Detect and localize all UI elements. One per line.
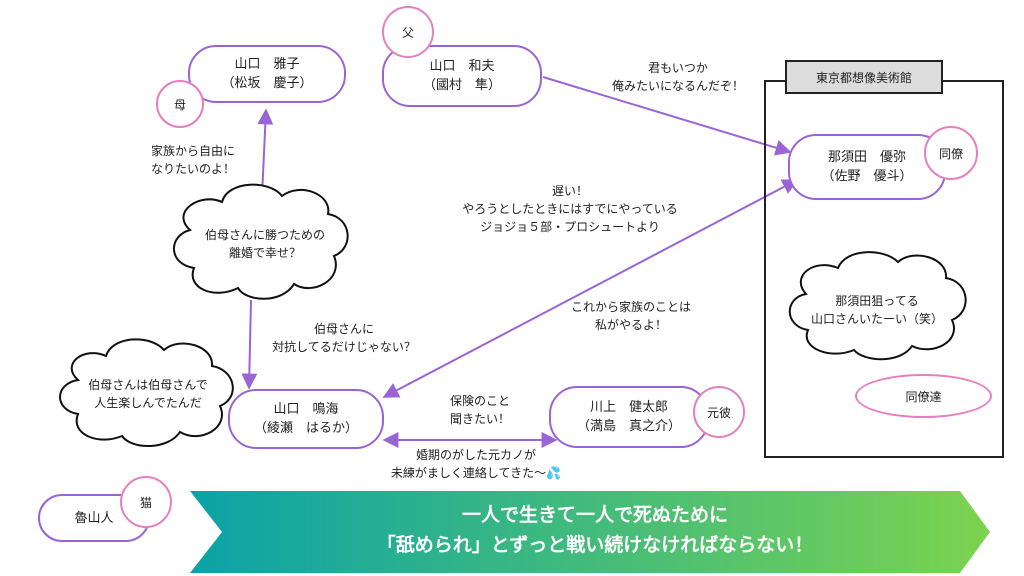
person-protagonist: 山口 鳴海 （綾瀬 はるか） <box>228 389 384 449</box>
person-colleague: 那須田 優弥 （佐野 優斗） <box>788 134 946 200</box>
person-cat-name: 魯山人 <box>74 510 114 526</box>
person-mother-name: 山口 雅子 <box>234 57 300 72</box>
person-mother-actor: （松坂 慶子） <box>221 76 313 91</box>
note-insurance: 保険のこと 聞きたい！ <box>449 394 510 426</box>
person-mother: 山口 雅子 （松坂 慶子） <box>188 45 346 103</box>
cloud-protagonist-text: 伯母さんは伯母さんで 人生楽しんでたんだ <box>88 378 208 410</box>
cloud-colleagues-thought <box>788 251 967 361</box>
person-ex-actor: （満島 真之介） <box>576 419 681 434</box>
role-badge-cat: 猫 <box>120 476 172 528</box>
person-father-name: 山口 和夫 <box>429 59 495 74</box>
cloud-protagonist-thought <box>59 338 234 448</box>
role-badge-colleague: 同僚 <box>924 126 978 180</box>
banner-line-1: 一人で生きて一人で死ぬために <box>461 504 728 526</box>
role-badge-mother: 母 <box>156 80 204 128</box>
arrow-protagonist-colleague <box>382 179 799 398</box>
arrow-father-to-colleague <box>542 76 792 156</box>
cloud-mother-thought <box>173 183 349 300</box>
note-mother: 家族から自由に なりたいのよ！ <box>150 144 235 176</box>
note-protagonist-to-mother: 伯母さんに 対抗してるだけじゃない？ <box>272 322 416 354</box>
person-colleague-name: 那須田 優弥 <box>827 150 906 165</box>
note-father-to-colleague: 君もいつか 俺みたいになるんだぞ！ <box>611 61 744 93</box>
note-colleague-exchange: 遅い！ やろうとしたときにはすでにやっている ジョジョ５部・プロシュートより <box>462 184 678 234</box>
role-badge-ex: 元彼 <box>693 386 745 438</box>
cloud-mother-text: 伯母さんに勝つための 離婚で幸せ？ <box>204 228 325 260</box>
colleagues-label: 同僚達 <box>855 374 992 418</box>
person-protagonist-name: 山口 鳴海 <box>273 402 339 417</box>
arrow-mother-up <box>257 108 274 197</box>
museum-title: 東京都想像美術館 <box>785 60 943 94</box>
person-ex: 川上 健太郎 （満島 真之介） <box>549 386 709 448</box>
person-father-actor: （國村 隼） <box>422 78 501 93</box>
note-ex-contact: 婚期のがした元カノが 未練がましく連絡してきた〜💦 <box>390 448 562 480</box>
person-colleague-actor: （佐野 優斗） <box>821 169 913 184</box>
role-badge-father: 父 <box>382 6 434 58</box>
banner-text: 一人で生きて一人で死ぬために 「舐められ」とずっと戦い続けなければならない！ <box>180 500 1010 560</box>
note-protagonist-to-colleague: これから家族のことは 私がやるよ！ <box>570 300 691 332</box>
arrow-cloud-to-protagonist <box>241 299 258 390</box>
cloud-colleagues-text: 那須田狙ってる 山口さんいたーい（笑） <box>810 294 943 326</box>
person-protagonist-actor: （綾瀬 はるか） <box>253 421 358 436</box>
banner-line-2: 「舐められ」とずっと戦い続けなければならない！ <box>376 534 814 556</box>
banner-arrow <box>190 491 990 573</box>
person-ex-name: 川上 健太郎 <box>589 400 668 415</box>
